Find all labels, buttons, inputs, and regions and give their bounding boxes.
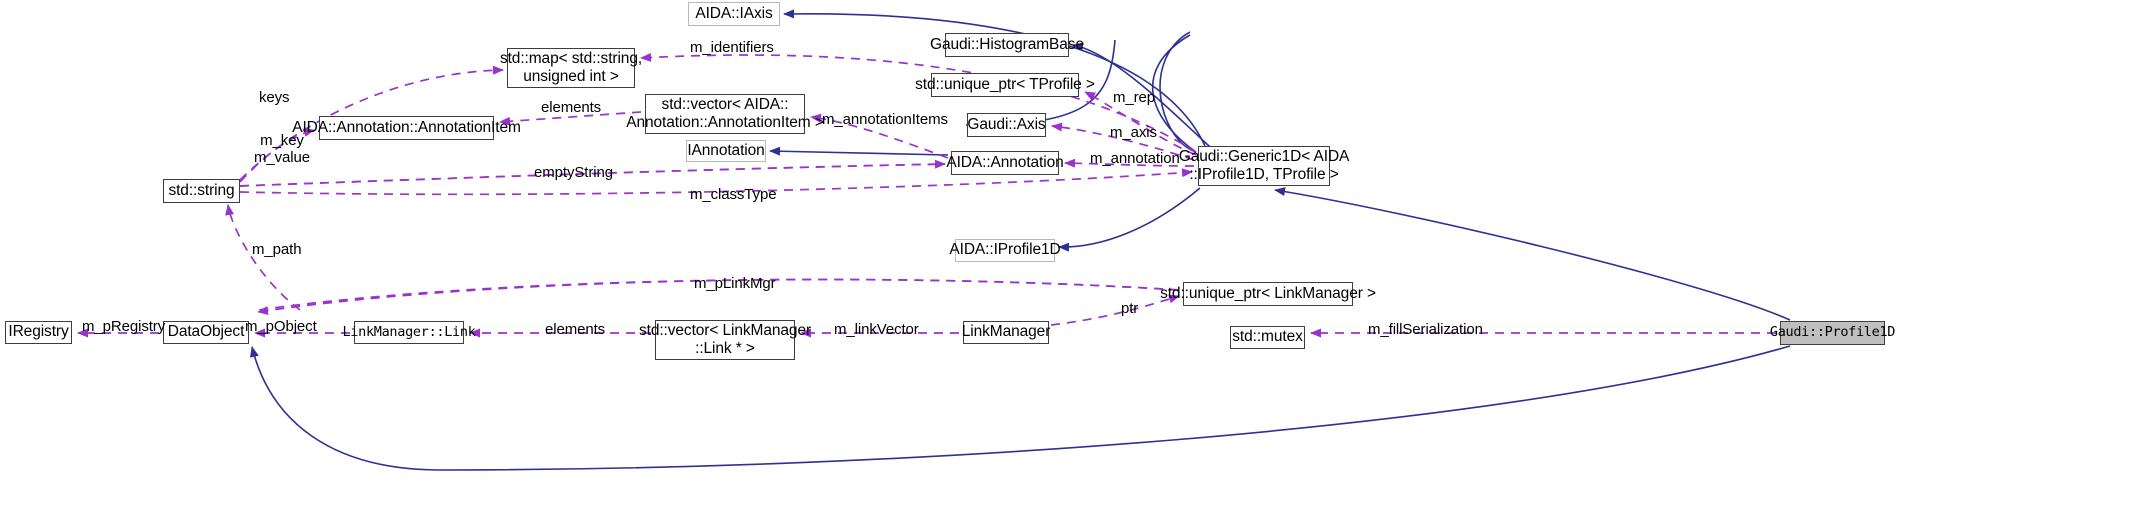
node-gaudi-generic1d[interactable]: Gaudi::Generic1D< AIDA ::IProfile1D, TPr… <box>1179 146 1349 186</box>
node-gaudi-histogrambase[interactable]: Gaudi::HistogramBase <box>930 33 1084 57</box>
node-iregistry[interactable]: IRegistry <box>5 321 72 344</box>
edge-label-elements-annotation: elements <box>541 99 602 116</box>
edge-label-m-linkvector: m_linkVector <box>834 321 919 338</box>
node-gaudi-axis[interactable]: Gaudi::Axis <box>967 113 1046 137</box>
edge-label-m-plinkmgr: m_pLinkMgr <box>694 275 776 292</box>
node-linkmanager-link[interactable]: LinkManager::Link <box>342 321 476 344</box>
node-std-map[interactable]: std::map< std::string, unsigned int > <box>500 48 642 88</box>
node-unique-ptr-linkmanager[interactable]: std::unique_ptr< LinkManager > <box>1160 282 1376 306</box>
node-aida-iprofile1d[interactable]: AIDA::IProfile1D <box>949 239 1061 262</box>
node-dataobject[interactable]: DataObject <box>163 321 249 344</box>
edge-label-m-rep: m_rep <box>1113 89 1156 106</box>
edge-label-m-path: m_path <box>252 241 302 258</box>
edge-label-m-pregistry: m_pRegistry <box>82 318 166 335</box>
node-vector-annotationitem[interactable]: std::vector< AIDA:: Annotation::Annotati… <box>626 94 824 134</box>
edge-label-m-pobject: m_pObject <box>245 318 317 335</box>
edge-label-m-classtype: m_classType <box>690 186 777 203</box>
edge-label-m-identifiers: m_identifiers <box>690 39 774 56</box>
node-std-mutex[interactable]: std::mutex <box>1230 326 1305 349</box>
edge-label-m-axis: m_axis <box>1110 124 1157 141</box>
node-aida-annotation[interactable]: AIDA::Annotation <box>946 151 1064 175</box>
edge-label-elements-link: elements <box>545 321 606 338</box>
edge-label-m-annotation: m_annotation <box>1090 150 1180 167</box>
edge-label-m-key-m-value: m_key m_value <box>254 132 310 166</box>
node-iannotation[interactable]: IAnnotation <box>686 140 766 162</box>
edge-label-ptr: ptr <box>1121 300 1139 317</box>
node-gaudi-profile1d[interactable]: Gaudi::Profile1D <box>1770 321 1895 345</box>
edge-label-m-fillserialization: m_fillSerialization <box>1368 321 1483 338</box>
edge-label-m-annotationitems: m_annotationItems <box>822 111 948 128</box>
node-vector-linkmanager-link-ptr[interactable]: std::vector< LinkManager ::Link * > <box>639 320 811 360</box>
edge-label-keys: keys <box>259 89 290 106</box>
node-linkmanager[interactable]: LinkManager <box>962 321 1050 344</box>
edge-label-emptystring: emptyString <box>534 164 613 181</box>
node-std-string[interactable]: std::string <box>163 179 240 203</box>
node-unique-ptr-tprofile[interactable]: std::unique_ptr< TProfile > <box>915 73 1095 97</box>
node-aida-iaxis[interactable]: AIDA::IAxis <box>688 2 780 26</box>
node-annotation-annotationitem[interactable]: AIDA::Annotation::AnnotationItem <box>292 116 521 140</box>
